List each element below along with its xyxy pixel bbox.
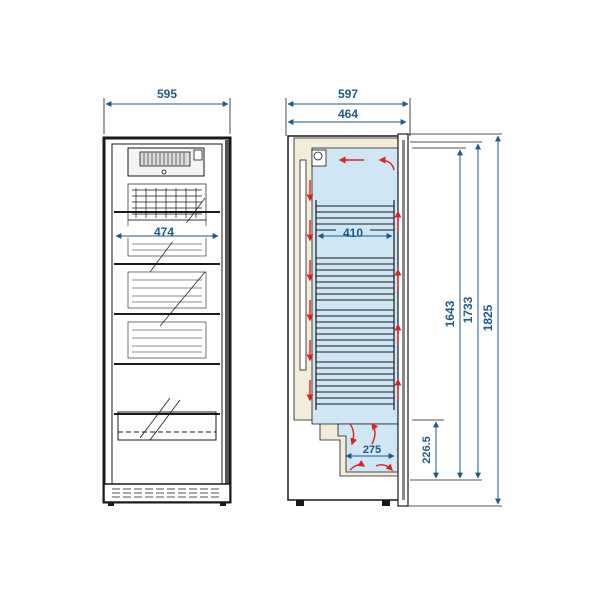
- height-total-label: 1825: [481, 304, 495, 331]
- height-body-label: 1733: [461, 296, 475, 323]
- height-inner-dimension: 1643: [443, 149, 463, 479]
- compressor-width-dimension: 275: [345, 444, 395, 459]
- front-inner-width-dimension: 474: [115, 222, 219, 242]
- height-inner-label: 1643: [443, 300, 457, 327]
- rear-foot: [296, 500, 304, 506]
- door-glass-edge: [402, 140, 405, 500]
- front-view: 595: [102, 87, 232, 506]
- door-hinge-strip: [225, 140, 229, 500]
- side-depth-dimension: 597: [285, 87, 411, 136]
- side-body-depth-label: 464: [338, 107, 358, 121]
- side-body-depth-dimension: 464: [287, 107, 407, 125]
- front-inner-width-label: 474: [154, 225, 174, 239]
- front-shelves: [114, 211, 220, 415]
- front-base-grille: [103, 483, 231, 506]
- compressor-width-label: 275: [363, 444, 381, 456]
- fan-unit: [311, 149, 327, 167]
- rear-duct: [299, 159, 307, 371]
- compressor-height-label: 226.5: [421, 436, 433, 464]
- height-dimensions: 226.5 1643 1733 1825: [408, 133, 502, 507]
- compressor-height-dimension: 226.5: [421, 421, 439, 479]
- fan-icon: [313, 151, 323, 161]
- top-control-unit: [127, 147, 205, 177]
- side-view: 597 464: [285, 87, 411, 507]
- airflow-arrows: [306, 156, 402, 471]
- front-foot: [382, 500, 390, 506]
- height-total-dimension: 1825: [481, 135, 501, 505]
- shelf-width-dimension: 410: [317, 226, 393, 240]
- shelf-width-label: 410: [343, 226, 363, 240]
- side-depth-label: 597: [338, 87, 358, 101]
- cabinet-interior: [311, 147, 399, 425]
- front-width-label: 595: [157, 87, 177, 101]
- bottom-crisper: [117, 397, 217, 441]
- height-body-dimension: 1733: [461, 143, 481, 479]
- front-width-dimension: 595: [103, 87, 231, 134]
